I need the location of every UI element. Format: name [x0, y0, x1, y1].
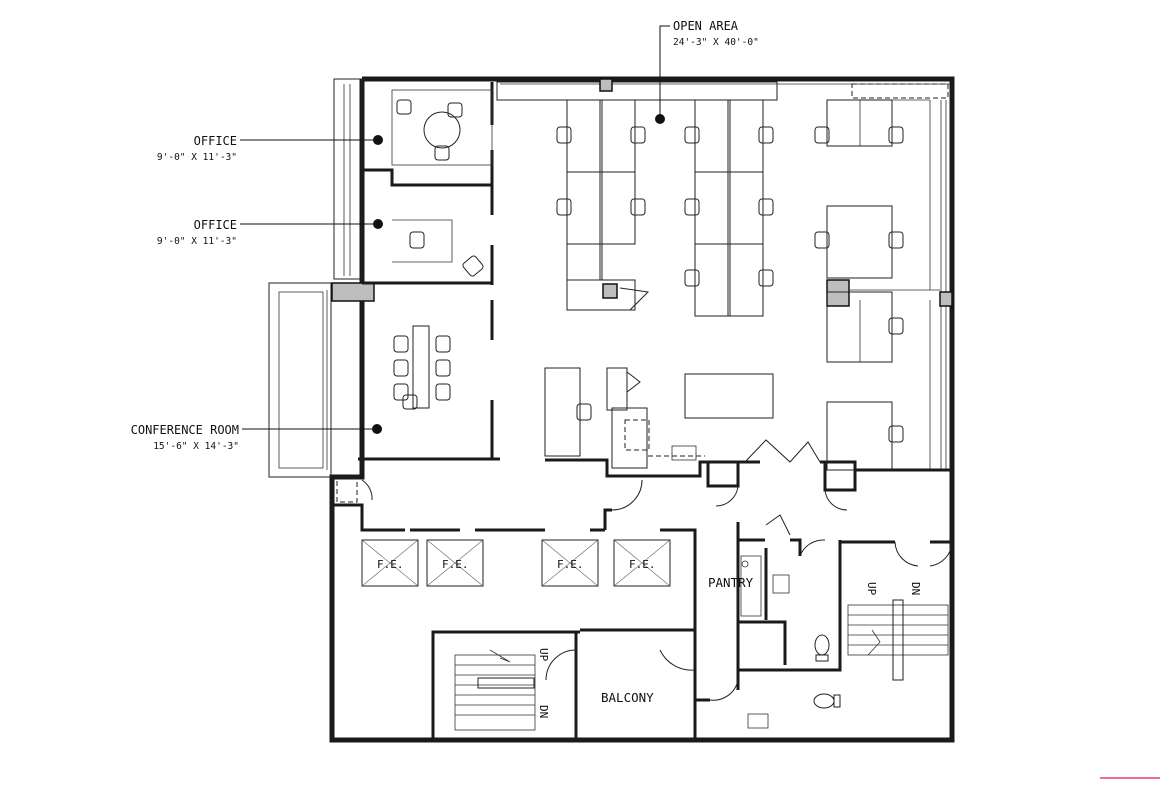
pantry-label: PANTRY	[708, 575, 754, 590]
fe-cabinets: F.E. F.E. F.E. F.E.	[361, 539, 671, 587]
open-area-dims: 24'-3" X 40'-0"	[673, 37, 759, 48]
fe-label-3: F.E.	[557, 558, 584, 571]
structural-columns	[331, 78, 953, 307]
office-2-marker	[373, 219, 383, 229]
interior-walls	[332, 439, 952, 632]
open-area-title: OPEN AREA	[673, 19, 739, 33]
stair-right: UP DN	[840, 540, 953, 681]
callout-leaders	[240, 25, 670, 434]
office-2-dims: 9'-0" X 11'-3"	[157, 236, 237, 247]
stair-right-dn: DN	[909, 582, 922, 595]
office-partitions	[362, 82, 494, 460]
pantry-restrooms: PANTRY BALCONY	[601, 514, 842, 740]
callout-labels: OPEN AREA 24'-3" X 40'-0" OFFICE 9'-0" X…	[131, 19, 759, 452]
office-2-title: OFFICE	[194, 218, 237, 232]
fe-label-2: F.E.	[442, 558, 469, 571]
office-1-dims: 9'-0" X 11'-3"	[157, 152, 237, 163]
open-area-workstations	[544, 99, 940, 471]
conference-marker	[372, 424, 382, 434]
stair-right-up: UP	[865, 582, 878, 596]
office-1-marker	[373, 135, 383, 145]
conference-title: CONFERENCE ROOM	[131, 423, 239, 437]
fe-label-1: F.E.	[377, 558, 404, 571]
stair-left: UP DN	[431, 630, 580, 740]
fe-label-4: F.E.	[629, 558, 656, 571]
stair-left-up: UP	[537, 648, 550, 662]
stair-left-dn: DN	[537, 705, 550, 718]
balcony-label: BALCONY	[601, 690, 654, 705]
conference-dims: 15'-6" X 14'-3"	[153, 441, 239, 452]
conference-room	[358, 325, 500, 461]
open-area-marker	[655, 114, 665, 124]
office-1-title: OFFICE	[194, 134, 237, 148]
